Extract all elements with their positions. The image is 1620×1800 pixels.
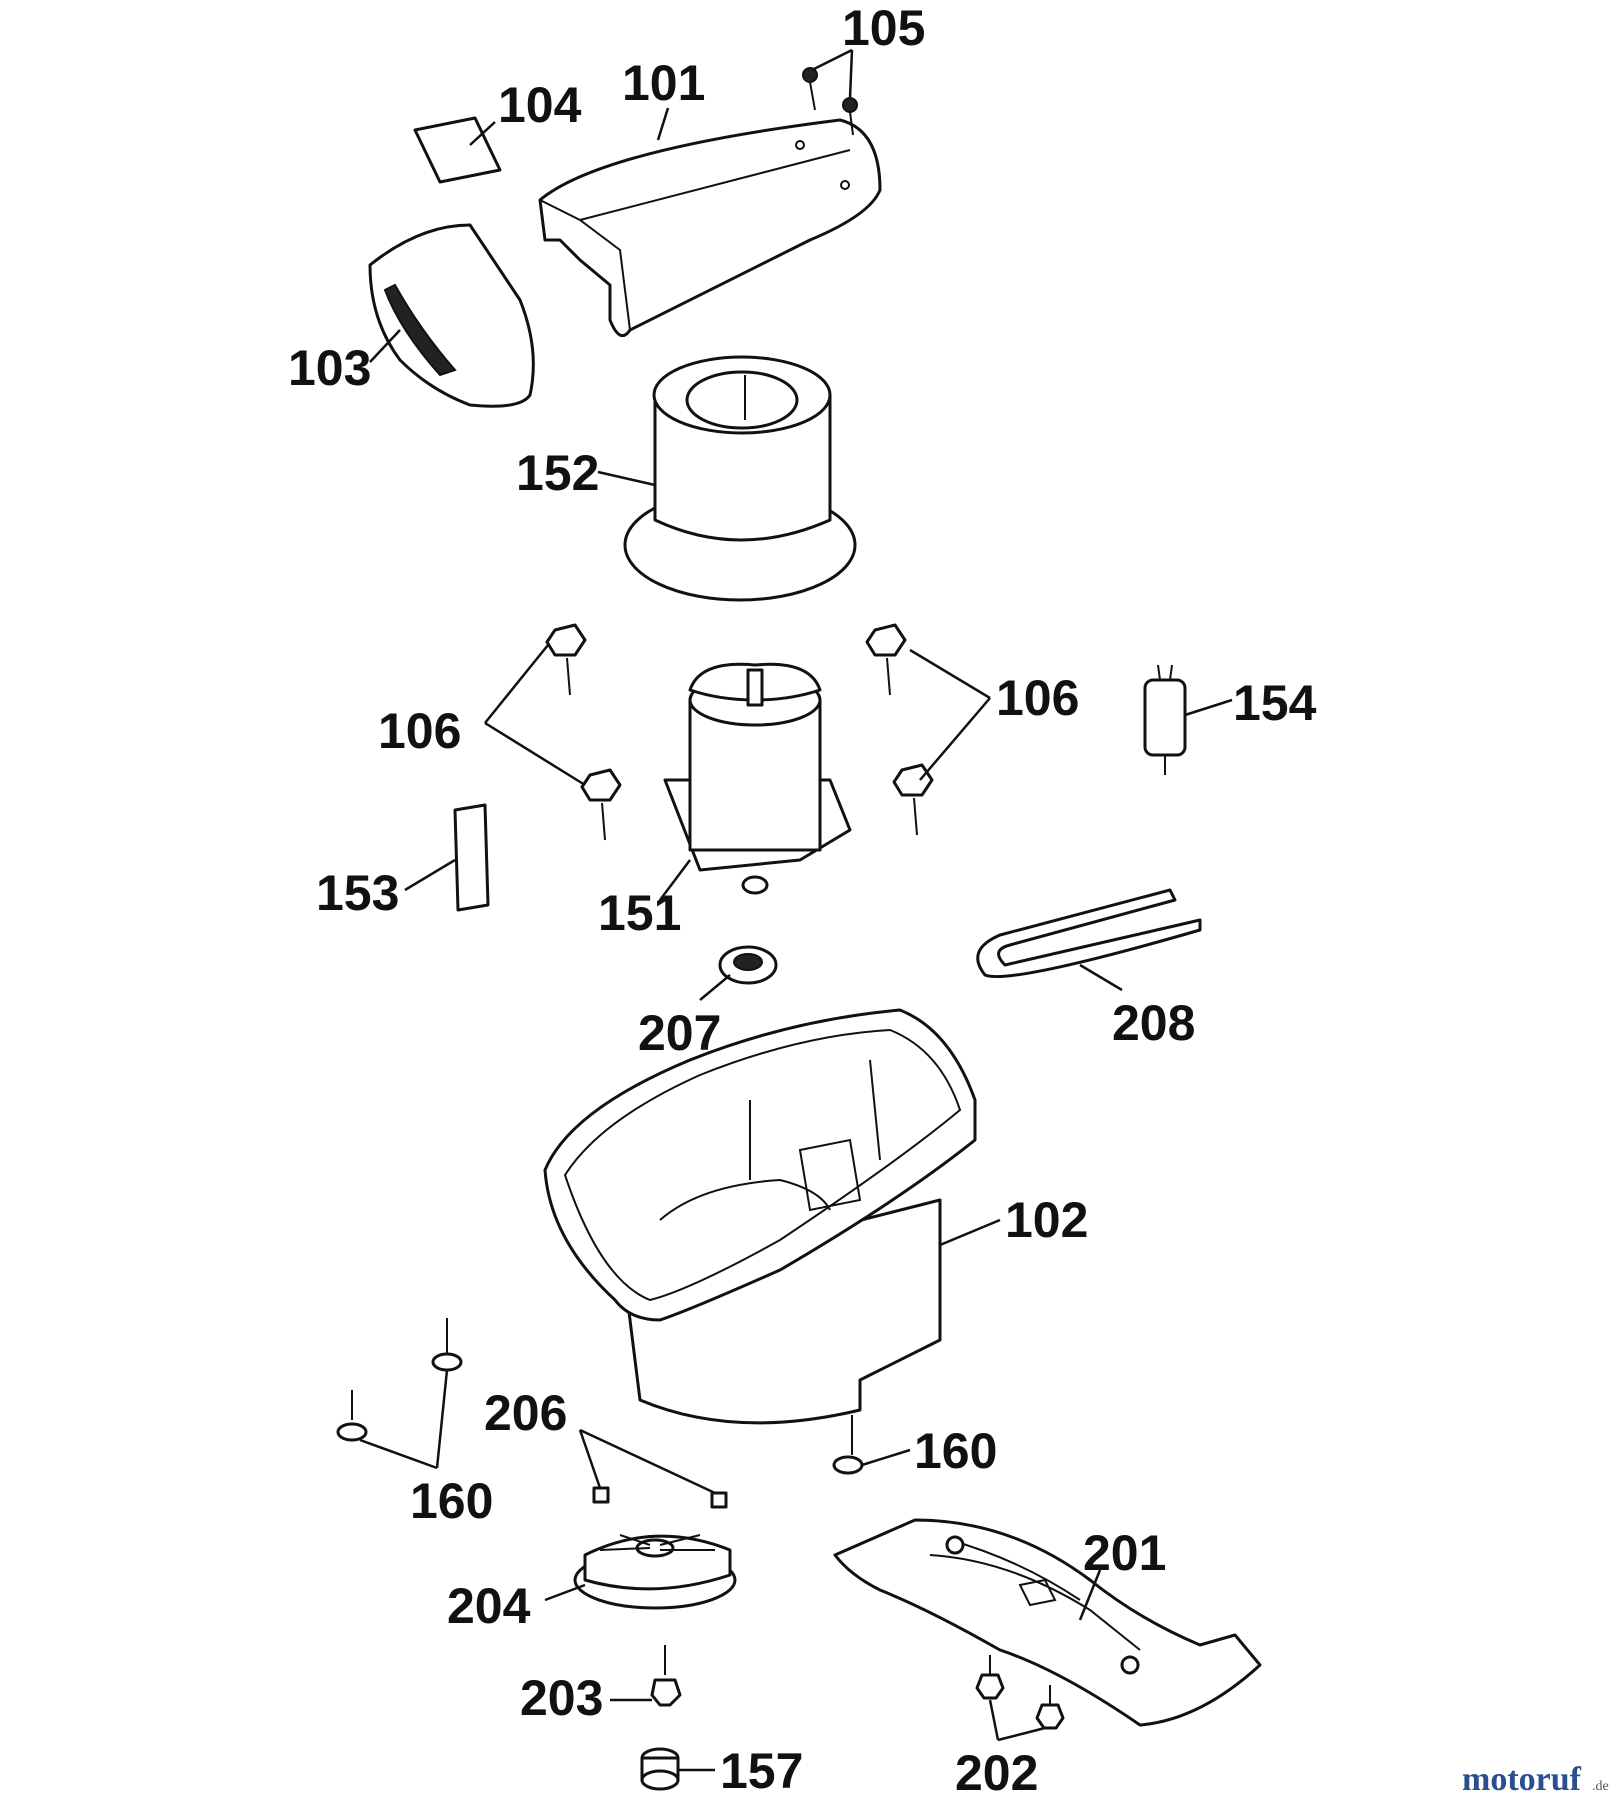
label-105: 105	[842, 0, 925, 56]
label-202: 202	[955, 1745, 1038, 1800]
label-101: 101	[622, 55, 705, 111]
part-106-bolts-right	[865, 623, 934, 836]
label-160-left: 160	[410, 1473, 493, 1529]
label-204: 204	[447, 1578, 531, 1634]
label-106-left: 106	[378, 703, 461, 759]
label-206: 206	[484, 1385, 567, 1441]
part-154-capacitor	[1143, 664, 1187, 775]
label-157: 157	[720, 1743, 803, 1799]
label-102: 102	[1005, 1192, 1088, 1248]
part-160-screw-right	[832, 1415, 864, 1475]
part-101-top-cover	[538, 118, 882, 338]
part-208-belt	[976, 888, 1202, 979]
part-102-deck-housing	[543, 1008, 977, 1425]
part-202-bolts	[975, 1655, 1065, 1730]
label-208: 208	[1112, 995, 1195, 1051]
watermark: motoruf .de	[1462, 1761, 1609, 1798]
part-104-label	[413, 116, 502, 184]
label-201: 201	[1083, 1525, 1166, 1581]
part-203-bolt	[650, 1645, 682, 1707]
leader-lines	[359, 48, 1233, 1772]
part-103-front-cap	[368, 223, 535, 408]
part-207-bearing	[718, 945, 778, 985]
label-207: 207	[638, 1005, 721, 1061]
part-206-nuts	[592, 1486, 728, 1509]
label-160-right: 160	[914, 1423, 997, 1479]
label-203: 203	[520, 1670, 603, 1726]
watermark-suffix: .de	[1592, 1779, 1609, 1794]
label-154: 154	[1233, 675, 1317, 731]
part-153-strip	[453, 803, 490, 912]
part-204-fan	[573, 1534, 737, 1610]
part-106-bolts-left	[545, 623, 622, 841]
label-106-right: 106	[996, 670, 1079, 726]
part-157-cap	[640, 1747, 680, 1791]
label-152: 152	[516, 445, 599, 501]
watermark-brand: motoruf	[1462, 1761, 1582, 1798]
part-152-motor-housing	[623, 355, 857, 602]
part-201-blade	[833, 1518, 1262, 1727]
part-151-motor	[663, 662, 852, 895]
label-104: 104	[498, 77, 582, 133]
label-103: 103	[288, 340, 371, 396]
part-105-screws	[802, 67, 858, 136]
label-151: 151	[598, 885, 681, 941]
label-153: 153	[316, 865, 399, 921]
